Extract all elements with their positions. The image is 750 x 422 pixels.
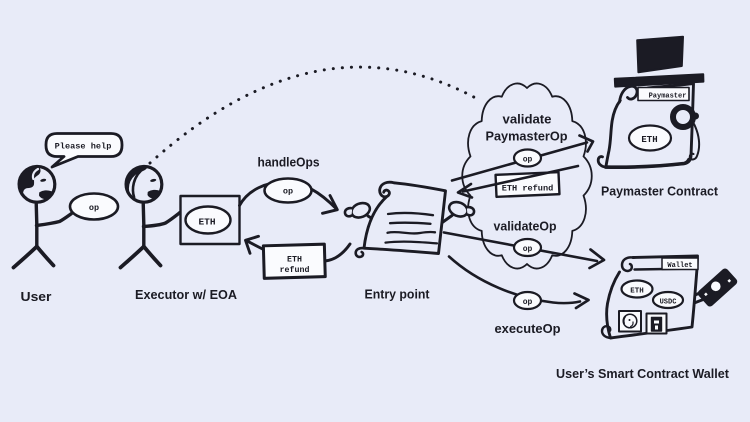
svg-text:Please help: Please help xyxy=(55,142,112,152)
svg-text:ETH: ETH xyxy=(641,135,657,145)
svg-text:op: op xyxy=(523,298,533,307)
svg-text:Paymaster Contract: Paymaster Contract xyxy=(601,184,719,199)
svg-text:Wallet: Wallet xyxy=(667,262,692,270)
svg-text:User: User xyxy=(21,289,52,304)
svg-text:ETH: ETH xyxy=(630,288,644,296)
svg-text:validateOp: validateOp xyxy=(494,219,557,234)
svg-text:ETH: ETH xyxy=(287,256,302,265)
svg-text:executeOp: executeOp xyxy=(495,321,561,336)
svg-text:User’s Smart Contract Wallet: User’s Smart Contract Wallet xyxy=(556,366,730,381)
svg-text:ETH refund: ETH refund xyxy=(502,184,554,194)
svg-text:PaymasterOp: PaymasterOp xyxy=(486,129,568,144)
svg-text:handleOps: handleOps xyxy=(258,155,320,170)
svg-text:Entry point: Entry point xyxy=(365,287,431,302)
svg-text:ETH: ETH xyxy=(198,217,215,228)
svg-text:op: op xyxy=(523,245,533,254)
svg-text:op: op xyxy=(523,156,533,165)
svg-text:op: op xyxy=(89,203,99,213)
svg-text:op: op xyxy=(283,187,293,197)
svg-text:USDC: USDC xyxy=(660,298,677,306)
svg-text:validate: validate xyxy=(503,112,552,127)
svg-text:refund: refund xyxy=(280,265,310,275)
svg-text:Executor w/ EOA: Executor w/ EOA xyxy=(135,287,238,302)
svg-text:Paymaster: Paymaster xyxy=(649,93,687,101)
